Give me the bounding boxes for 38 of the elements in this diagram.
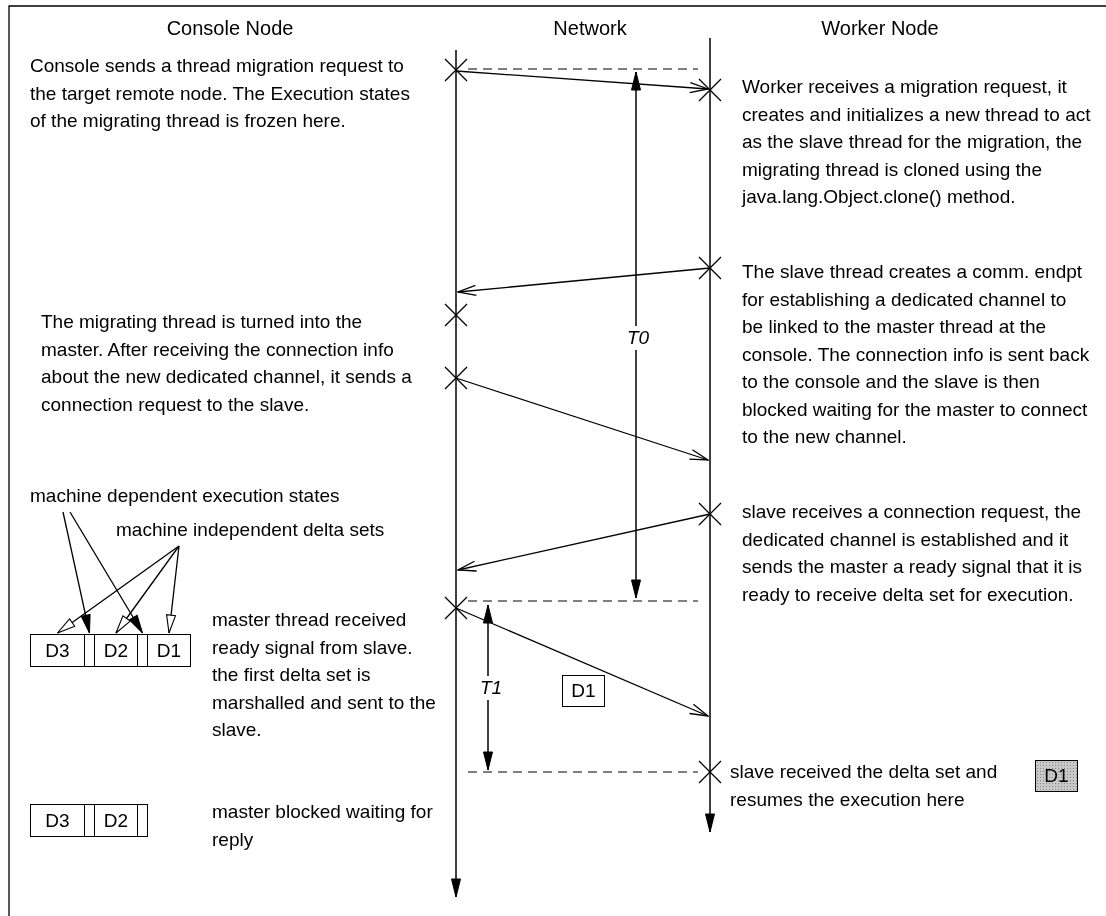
separator-cell	[84, 804, 95, 837]
dimension-label: T0	[627, 326, 650, 350]
leader-arrow	[166, 545, 180, 634]
description-text: master blocked waiting for reply	[212, 800, 434, 852]
delta-set-box: D2	[94, 804, 138, 837]
delta-set-box: D1	[147, 634, 191, 667]
description-text: The migrating thread is turned into the master. After receiving the connection info about the new dedicated channel, it sends a connection request to the slave.	[41, 310, 413, 417]
callout-text: machine independent delta sets	[116, 516, 385, 544]
description-text: Worker receives a migration request, it creates and initializes a new thread to act as the slave thread for the migration, the migrating thread is cloned using the java.lang.Object.clone() method.	[742, 75, 1092, 209]
separator-cell	[137, 804, 148, 837]
description-text: slave received the delta set and resumes the execution here	[730, 760, 999, 812]
shaded-delta-set-box: D1	[1035, 760, 1078, 792]
delta-set-box: D2	[94, 634, 138, 667]
lifeline-arrow	[451, 49, 461, 898]
callout-text: machine dependent execution states	[30, 482, 340, 510]
column-heading: Network	[552, 16, 628, 41]
separator-cell	[137, 634, 148, 667]
leader-arrow	[69, 511, 144, 634]
message-arrow	[457, 267, 711, 296]
description-text: slave receives a connection request, the dedicated channel is established and it sends the master a ready signal that it is ready to receive delta set for execution.	[742, 500, 1084, 607]
message-arrow	[455, 607, 709, 717]
lifeline-arrow	[705, 37, 715, 833]
dimension-label: T1	[480, 676, 503, 700]
column-heading: Console Node	[165, 16, 295, 41]
delta-set-box: D1	[562, 675, 605, 707]
description-text: The slave thread creates a comm. endpt for establishing a dedicated channel to be linked to the master thread at the console. The connection info is sent back to the console and the slave is then blocked waiting for the master to connect to the new channel.	[742, 260, 1091, 449]
leader-arrow	[115, 545, 180, 634]
leader-arrow	[56, 545, 180, 634]
delta-set-box: D3	[30, 804, 85, 837]
message-arrow	[455, 70, 709, 94]
message-arrow	[457, 513, 711, 572]
separator-cell	[84, 634, 95, 667]
leader-arrow	[62, 511, 91, 634]
column-heading: Worker Node	[820, 16, 940, 41]
delta-set-box: D3	[30, 634, 85, 667]
description-text: Console sends a thread migration request to the target remote node. The Execution states of the migrating thread is frozen here.	[30, 54, 411, 133]
message-arrow	[455, 377, 709, 461]
description-text: master thread received ready signal from slave. the first delta set is marshalled and sent to the slave.	[212, 608, 437, 742]
